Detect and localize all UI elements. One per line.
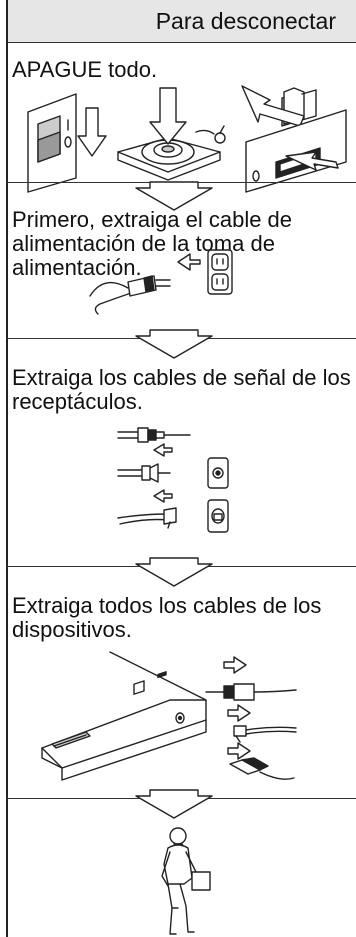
next-arrow-3	[135, 557, 213, 587]
power-plug-icon	[89, 275, 171, 315]
phone-plug-icon	[117, 507, 177, 529]
modem-plug-icon	[233, 725, 297, 743]
usb-plug-icon	[229, 757, 295, 780]
right-arrow-icon	[227, 704, 251, 722]
coax-connector-icon	[117, 427, 191, 443]
header-title: Para desconectar	[155, 8, 336, 34]
left-border	[6, 0, 8, 937]
left-arrow-icon	[153, 443, 173, 457]
signal-cables-illustration	[117, 427, 229, 533]
power-outlet-icon	[207, 249, 233, 295]
audio-plug-icon	[205, 683, 297, 701]
header-bar: Para desconectar	[8, 0, 356, 43]
step-4-text: Extraiga todos los cables de los disposi…	[12, 593, 322, 642]
wall-switch-icon	[27, 93, 77, 193]
left-arrow-icon	[177, 253, 201, 271]
power-off-illustration	[27, 85, 347, 193]
pull-arrow-icon	[241, 85, 305, 127]
step-2-text: Primero, extraiga el cable de alimentaci…	[12, 207, 293, 280]
next-arrow-1	[135, 181, 213, 211]
step-1-text: APAGUE todo.	[12, 57, 158, 82]
toggle-switch-icon	[241, 85, 317, 127]
right-arrow-icon	[227, 742, 251, 760]
power-cable-illustration	[89, 249, 233, 315]
right-arrow-icon	[223, 656, 247, 674]
press-arrow-icon	[149, 87, 187, 145]
laptop-icon	[41, 651, 207, 781]
left-arrow-icon	[153, 489, 173, 503]
step-3-text: Extraiga los cables de señal de los rece…	[12, 365, 351, 414]
rocker-switch-icon	[245, 109, 347, 193]
next-arrow-2	[135, 329, 213, 359]
round-plug-icon	[117, 463, 171, 483]
person-leaving-icon	[161, 827, 211, 935]
jack-socket-icon	[207, 457, 229, 489]
briefcase-icon	[191, 871, 211, 891]
push-arrow-icon	[285, 151, 339, 171]
push-button-icon	[117, 87, 226, 181]
phone-socket-icon	[207, 499, 229, 533]
next-arrow-4	[135, 789, 213, 819]
down-arrow-icon	[77, 107, 107, 157]
device-cables-illustration	[41, 651, 297, 781]
